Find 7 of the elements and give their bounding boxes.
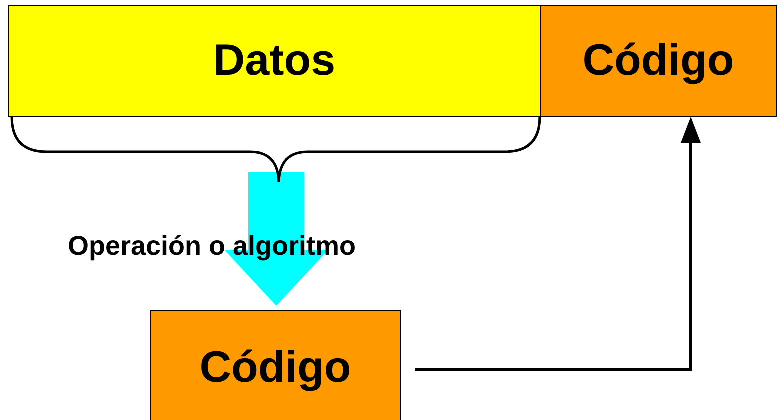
data-box [8, 5, 541, 117]
code-box [150, 310, 401, 420]
code-box [540, 5, 777, 117]
arrow [415, 117, 701, 372]
box-label: Código [582, 36, 734, 86]
box-label: Datos [213, 36, 336, 86]
box-label: Código [200, 342, 352, 392]
